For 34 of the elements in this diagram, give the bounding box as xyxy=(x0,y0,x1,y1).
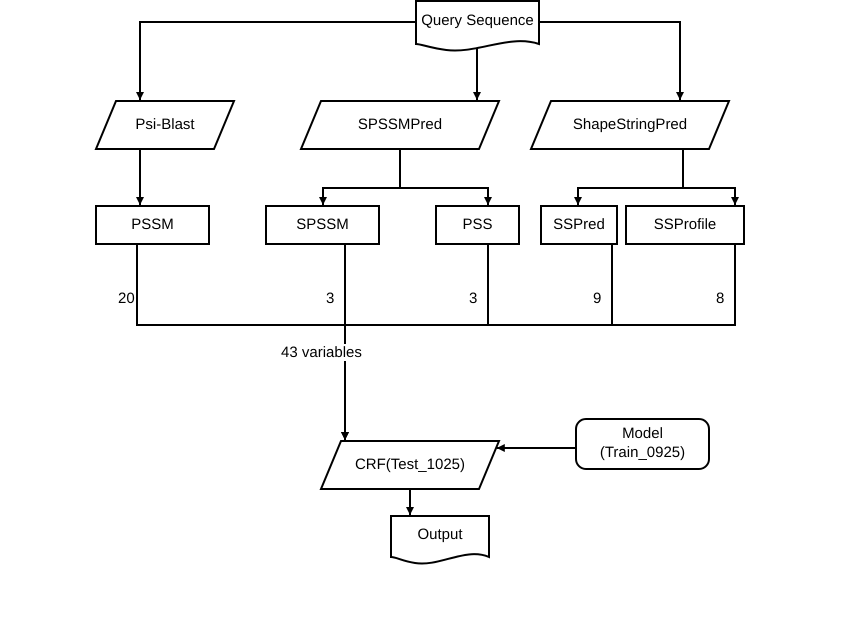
data-parallelogram xyxy=(95,100,235,150)
node-label: PSS xyxy=(462,216,492,234)
arrow xyxy=(406,490,414,515)
document-shape xyxy=(415,0,540,52)
node-label: ShapeStringPred xyxy=(572,116,688,134)
node-label: SPSSMPred xyxy=(358,116,442,134)
arrow xyxy=(540,21,684,100)
rounded-box xyxy=(575,418,710,470)
data-parallelogram xyxy=(300,100,500,150)
annotation-text: 43 variables xyxy=(280,344,363,361)
node-label: PSSM xyxy=(131,216,174,234)
arrow xyxy=(136,150,144,205)
arrow xyxy=(341,245,736,440)
arrow xyxy=(473,46,481,100)
arrow xyxy=(682,150,739,205)
node-label: SPSSM xyxy=(296,216,349,234)
node-label: Output xyxy=(417,526,463,544)
process-box xyxy=(540,205,618,245)
node-label: CRF(Test_1025) xyxy=(354,456,466,474)
data-parallelogram xyxy=(320,440,500,490)
process-box xyxy=(265,205,380,245)
document-shape xyxy=(390,515,490,565)
arrow xyxy=(136,21,415,100)
process-box xyxy=(625,205,745,245)
data-parallelogram xyxy=(530,100,730,150)
arrow xyxy=(399,150,492,205)
node-label: Query Sequence xyxy=(421,12,534,30)
node-label: Model (Train_0925) xyxy=(598,425,686,463)
process-box xyxy=(95,205,210,245)
node-label: SSProfile xyxy=(654,216,716,234)
arrow xyxy=(496,444,575,452)
process-box xyxy=(435,205,520,245)
node-label: SSPred xyxy=(553,216,605,234)
node-label: Psi-Blast xyxy=(135,116,195,134)
